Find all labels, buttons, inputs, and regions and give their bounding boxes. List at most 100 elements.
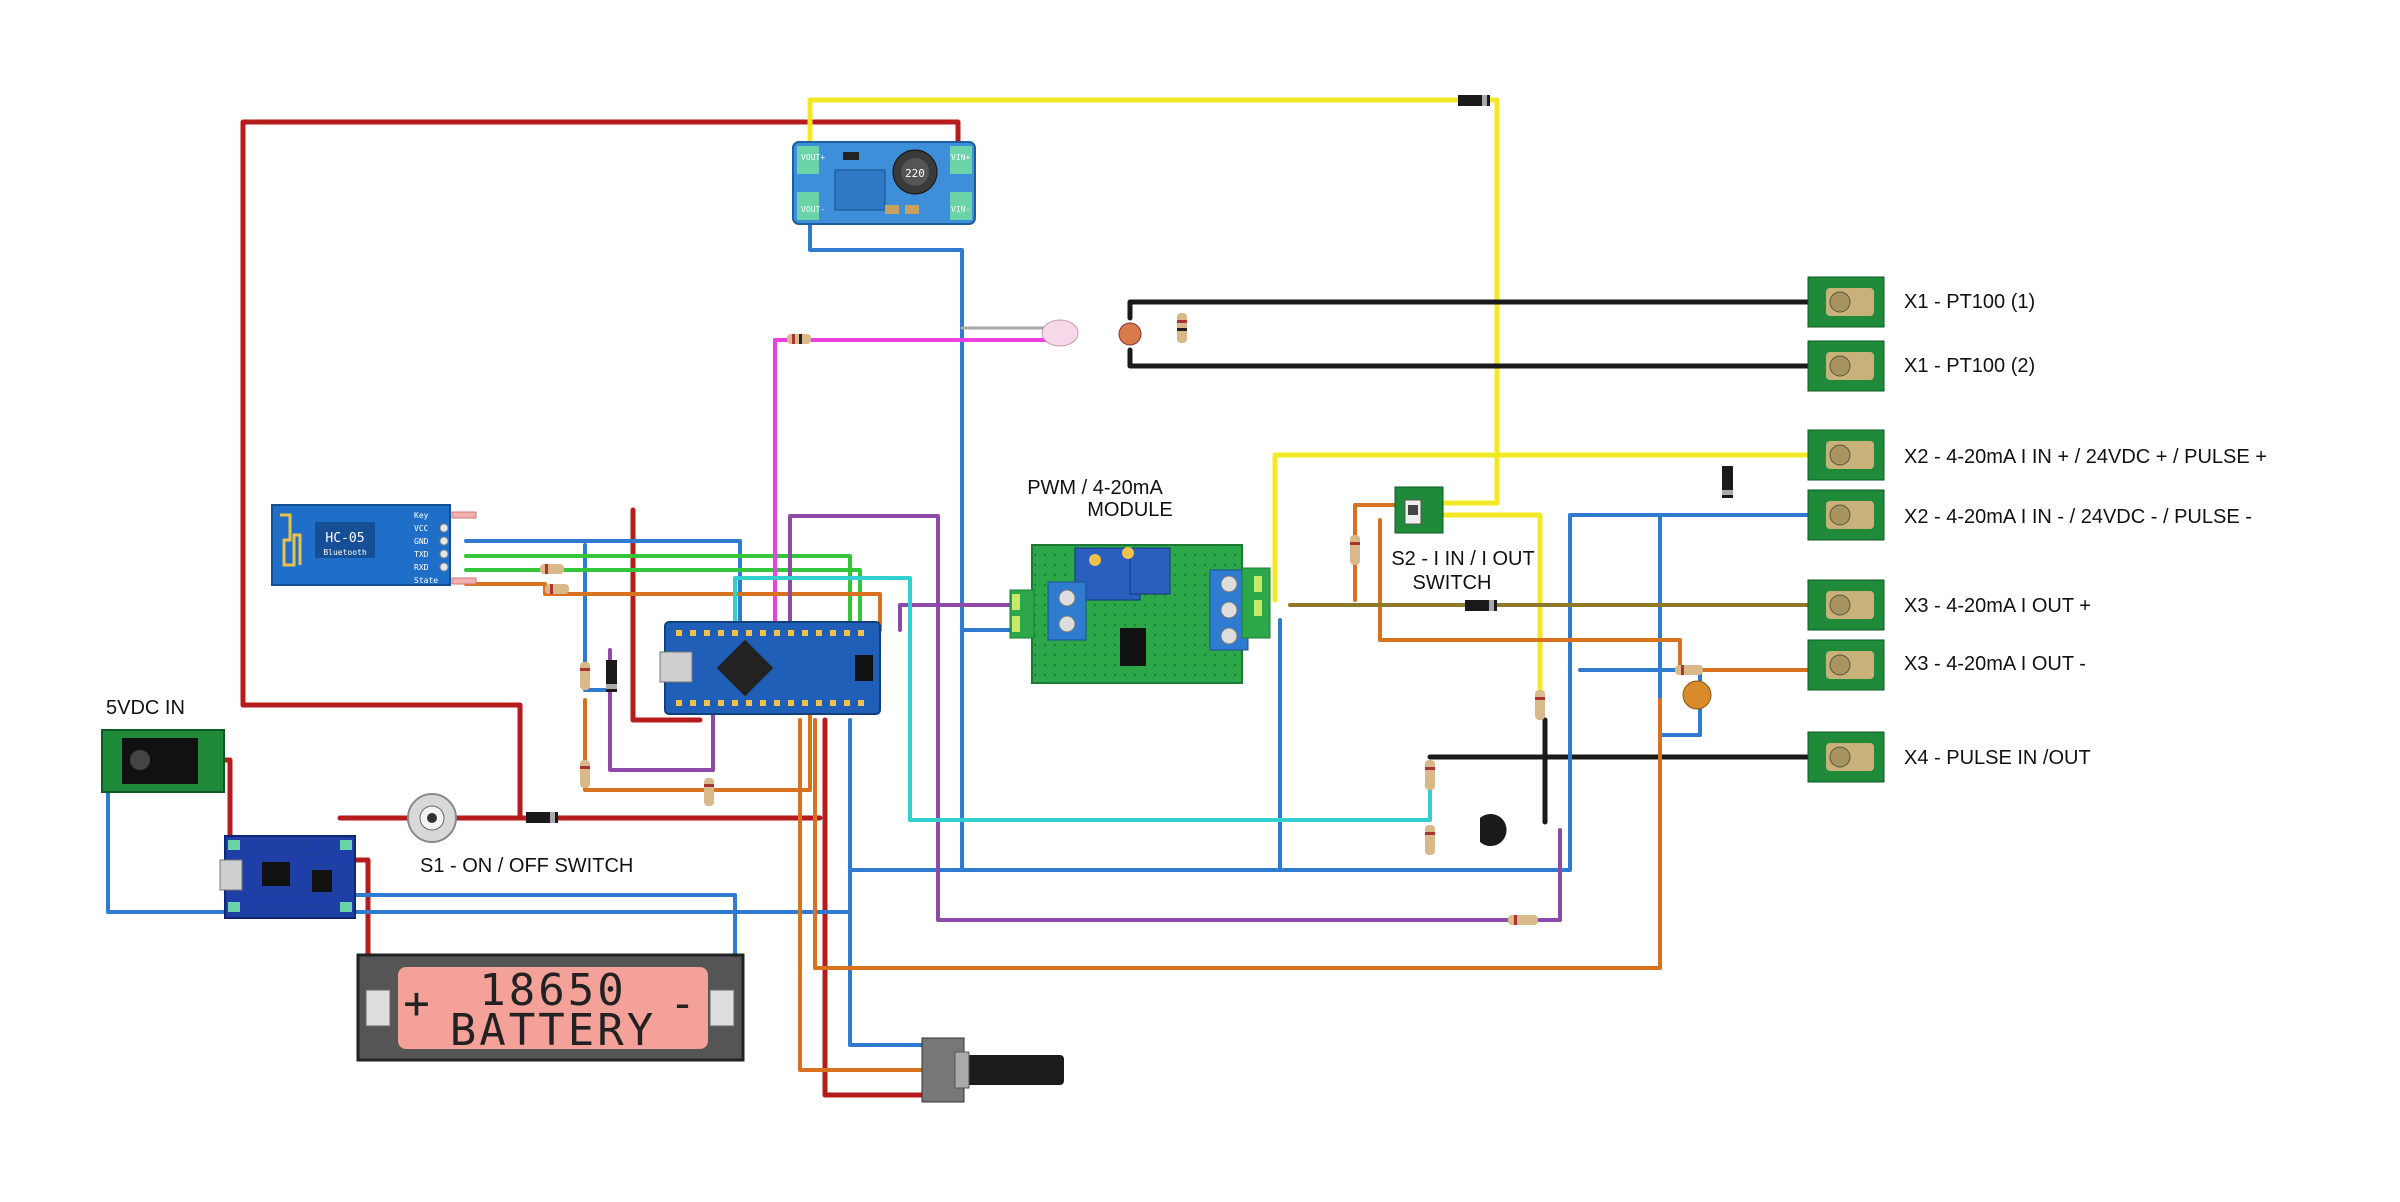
terminal-block-icon (1807, 276, 1885, 328)
battery-plus: + (403, 978, 433, 1029)
resistor-icon (540, 564, 564, 574)
yellow-wire-x2plus (1272, 452, 1813, 603)
resistor-icon (1425, 825, 1435, 855)
toggle-switch-icon (407, 793, 457, 843)
orange-wire-long (813, 698, 1662, 970)
battery-minus: - (669, 978, 699, 1029)
cyan-wires (733, 576, 1432, 822)
diode-icon (606, 660, 617, 692)
boost-pin-label: VOUT- (801, 205, 825, 214)
x4-label: X4 - PULSE IN /OUT (1904, 747, 2091, 769)
purple-wires (608, 514, 1562, 922)
orange-wire-pot-1 (798, 718, 927, 1072)
boost-pin-label: VIN- (951, 205, 970, 214)
capacitor-icon (1682, 680, 1712, 710)
passives (526, 95, 1733, 925)
x3-plus-label: X3 - 4-20mA I OUT + (1904, 595, 2091, 617)
hc05-bluetooth-icon: HC-05 Bluetooth Key VCC GND TXD RXD Stat… (271, 504, 477, 586)
boost-converter-icon: 220 VOUT+ VOUT- VIN+ VIN- (792, 141, 976, 225)
terminal-blocks (1807, 276, 1885, 783)
x3-minus-label: X3 - 4-20mA I OUT - (1904, 653, 2086, 675)
green-wire-bt-rx (464, 568, 862, 632)
red-wire-to-charger (240, 702, 523, 821)
blue-wire-dcjack (106, 768, 232, 914)
dc-in-label: 5VDC IN (106, 697, 185, 719)
resistor-icon (704, 778, 714, 806)
boost-pin-label: VIN+ (951, 153, 970, 162)
x2-minus-label: X2 - 4-20mA I IN - / 24VDC - / PULSE - (1904, 506, 2252, 528)
diode-icon (1458, 95, 1490, 106)
orange-wires (464, 503, 1812, 1072)
orange-wire-bt (464, 582, 882, 632)
diode-icon (1465, 600, 1497, 611)
orange-wire-s2-down (1378, 518, 1812, 672)
green-wire-bt-tx (464, 554, 852, 632)
terminal-block-icon (1807, 639, 1885, 691)
battery-line2: BATTERY (450, 1005, 656, 1056)
black-wires (1127, 299, 1813, 825)
dc-jack-icon (101, 729, 225, 793)
purple-wire-bottom (608, 648, 715, 772)
yellow-wire-s2-x3 (1435, 512, 1543, 693)
purple-wire-pwm (898, 603, 1012, 632)
pwm-module-board (1009, 544, 1271, 684)
red-wire-arduino (630, 507, 703, 723)
boost-chip-label: 220 (905, 167, 925, 180)
green-wires (464, 554, 862, 632)
resistor-icon (1425, 760, 1435, 790)
led-icon (1041, 319, 1079, 347)
blue-wire-bt (464, 539, 742, 632)
diode-icon (526, 812, 558, 823)
resistor-icon (1177, 313, 1187, 343)
s2-label-2: SWITCH (1413, 572, 1492, 594)
orange-wire-s2 (1353, 503, 1410, 602)
charger-board-icon (219, 835, 356, 919)
terminal-block-icon (1807, 429, 1885, 481)
resistor-icon (1675, 665, 1703, 675)
terminal-block-icon (1807, 340, 1885, 392)
resistor-icon (580, 662, 590, 690)
wires (106, 97, 1813, 1098)
s1-label: S1 - ON / OFF SWITCH (420, 855, 633, 877)
red-wire-arduino-5v (822, 717, 928, 1098)
hc05-pin-label: State (414, 576, 438, 585)
resistor-icon (787, 334, 811, 344)
yellow-wires (807, 97, 1813, 693)
resistor-icon (1508, 915, 1538, 925)
magenta-wires (773, 338, 1062, 632)
transistor-icon (1480, 814, 1507, 846)
orange-wire-arduino-left (583, 698, 812, 792)
blue-wire-ground-bus (848, 513, 1812, 872)
terminal-block-icon (1807, 489, 1885, 541)
cyan-wire-arduino (733, 576, 1432, 822)
resistor-icon (1535, 690, 1545, 720)
terminal-block-icon (1807, 579, 1885, 631)
black-wire-pt100-1 (1127, 299, 1813, 321)
hc05-label: HC-05 (325, 531, 364, 546)
resistor-icon (580, 760, 590, 788)
boost-pin-label: VOUT+ (801, 153, 825, 162)
arduino-nano-board (659, 621, 881, 715)
pwm-module-label: PWM / 4-20mA (1027, 477, 1163, 499)
magenta-wire-led (773, 338, 1062, 632)
battery-holder-icon: 18650 BATTERY + - (356, 953, 745, 1062)
resistor-icon (545, 584, 569, 594)
blue-wire-boost (808, 208, 964, 872)
pwm-module-label-2: MODULE (1087, 499, 1173, 521)
hc05-sublabel: Bluetooth (323, 548, 367, 557)
black-wire-pt100-2 (1127, 347, 1813, 369)
potentiometer-icon (921, 1037, 1064, 1103)
x2-plus-label: X2 - 4-20mA I IN + / 24VDC + / PULSE + (1904, 446, 2267, 468)
hc05-pin-label: Key (414, 511, 429, 520)
diode-icon (1722, 466, 1733, 498)
hc05-pin-label: RXD (414, 563, 429, 572)
battery-line1: 18650 (479, 965, 626, 1016)
hc05-pin-label: VCC (414, 524, 429, 533)
x1-pt100-1-label: X1 - PT100 (1) (1904, 291, 2035, 313)
s2-label-1: S2 - I IN / I OUT (1391, 548, 1534, 570)
terminal-block-icon (1807, 731, 1885, 783)
purple-wire-arduino (788, 514, 1562, 922)
resistor-icon (1350, 535, 1360, 565)
ldr-icon (1118, 322, 1142, 346)
